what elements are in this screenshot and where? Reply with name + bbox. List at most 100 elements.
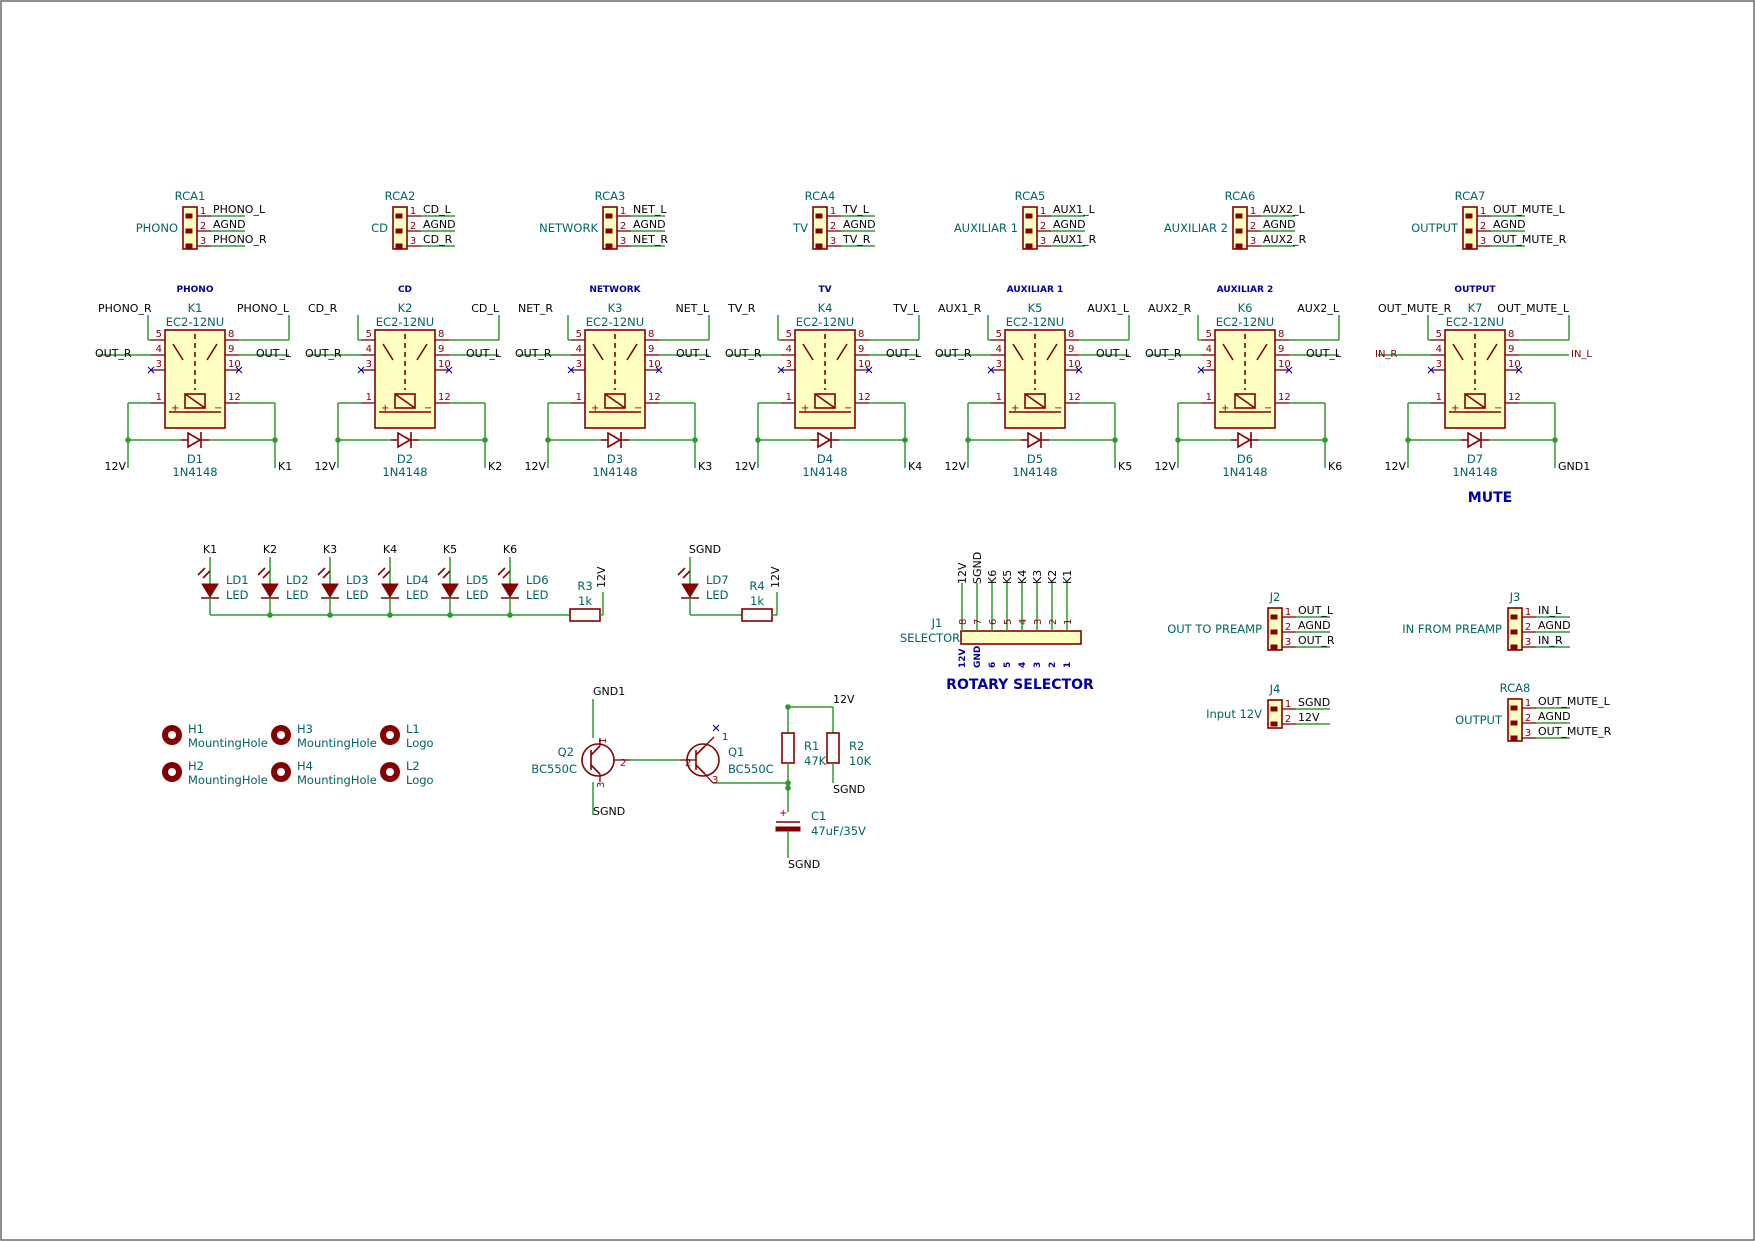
net-label: AUX2_L (1263, 203, 1306, 216)
coil-minus-sign: − (634, 403, 642, 414)
pin-number: 3 (1525, 637, 1531, 648)
led-arrow (437, 567, 446, 576)
relay-value: EC2-12NU (586, 315, 644, 329)
led-arrow (677, 567, 686, 576)
relay-pin-number: 4 (366, 344, 372, 355)
no-connect-mark (235, 366, 243, 374)
pin-number: 3 (200, 236, 206, 247)
q2-pin1: 1 (598, 738, 609, 744)
led-net-label: K2 (263, 543, 277, 556)
coil-slash (814, 393, 836, 409)
c1-plus-sign: + (779, 808, 787, 819)
led-icon (381, 583, 399, 598)
relay-header: CD (398, 285, 412, 295)
led-net-label: K3 (323, 543, 337, 556)
diode-value: 1N4148 (172, 465, 217, 479)
diode-ref: D4 (817, 452, 833, 466)
output-net-r: OUT_R (95, 347, 132, 360)
selector-pin: 5 (1003, 619, 1014, 625)
relay-pin-number: 10 (228, 359, 241, 370)
net-label: AGND (1538, 619, 1571, 632)
pin-number: 2 (1040, 221, 1046, 232)
relay-header: PHONO (177, 285, 214, 295)
led-arrow (442, 570, 451, 579)
led-ref: LD3 (346, 573, 369, 587)
mute-caption: MUTE (1468, 490, 1512, 506)
junction-dot (1175, 437, 1181, 443)
diode-triangle (607, 431, 622, 449)
pin-number: 3 (620, 236, 626, 247)
input-net-r: PHONO_R (98, 302, 152, 315)
input-net-r: NET_R (518, 302, 553, 315)
selector-net: SGND (971, 552, 984, 584)
coil-minus-sign: − (1264, 403, 1272, 414)
led-arrow (202, 570, 211, 579)
input-net-l: NET_L (675, 302, 709, 315)
led-arrow (377, 567, 386, 576)
connector-label: TV (792, 221, 808, 235)
rotary-selector-block: 12V812VSGND7GNDK666K555K444K333K222K111J… (900, 552, 1094, 693)
pin-contact (815, 243, 823, 249)
relay-pin-number: 1 (576, 392, 582, 403)
pin-contact (815, 228, 823, 234)
r2-sgnd-net: SGND (833, 783, 865, 796)
coil-drive-net: K1 (278, 460, 292, 473)
mounting-holes-block: H1MountingHoleH3MountingHoleL1LogoH2Moun… (162, 722, 434, 787)
pin-number: 2 (200, 221, 206, 232)
no-connect-mark (147, 366, 155, 374)
relay-ref: K4 (818, 301, 833, 315)
net-label: IN_R (1538, 634, 1563, 647)
selector-net: K3 (1031, 570, 1044, 584)
no-connect-mark (1075, 366, 1083, 374)
connector-body (1267, 607, 1283, 651)
r4-ref: R4 (749, 579, 764, 593)
selector-caption: ROTARY SELECTOR (946, 677, 1094, 693)
relay-pin-number: 9 (648, 344, 654, 355)
connector-ref: J4 (1269, 682, 1281, 696)
connector-label: NETWORK (539, 221, 598, 235)
pin-number: 2 (830, 221, 836, 232)
relay-coil (1234, 393, 1256, 409)
r2-ref: R2 (849, 739, 864, 753)
q2-pin3: 3 (596, 782, 607, 788)
coil-minus-sign: − (1494, 403, 1502, 414)
led-value: LED (406, 588, 429, 602)
relay-pin-number: 10 (438, 359, 451, 370)
coil-minus-sign: − (1054, 403, 1062, 414)
relay-coil (1024, 393, 1046, 409)
connector-ref: RCA1 (175, 189, 206, 203)
c1-sgnd-net: SGND (788, 858, 820, 871)
led-net-label: K5 (443, 543, 457, 556)
pin-contact (395, 243, 403, 249)
q1-c-lead (704, 736, 715, 747)
no-connect-mark (987, 366, 995, 374)
net-label: CD_L (423, 203, 452, 216)
led-value: LED (346, 588, 369, 602)
pin-contact (395, 213, 403, 219)
led-arrow (257, 567, 266, 576)
relay-pin-number: 3 (156, 359, 162, 370)
net-label: 12V (1298, 711, 1320, 724)
net-label: AGND (843, 218, 876, 231)
output-net-l: OUT_L (886, 347, 922, 360)
diode-triangle (187, 431, 202, 449)
relay-value: EC2-12NU (1006, 315, 1064, 329)
diode-ref: D2 (397, 452, 413, 466)
net-label: AUX1_R (1053, 233, 1097, 246)
junction-dot (482, 437, 488, 443)
led-net-label: K1 (203, 543, 217, 556)
no-connect-mark (777, 366, 785, 374)
pin-contact (1235, 228, 1243, 234)
